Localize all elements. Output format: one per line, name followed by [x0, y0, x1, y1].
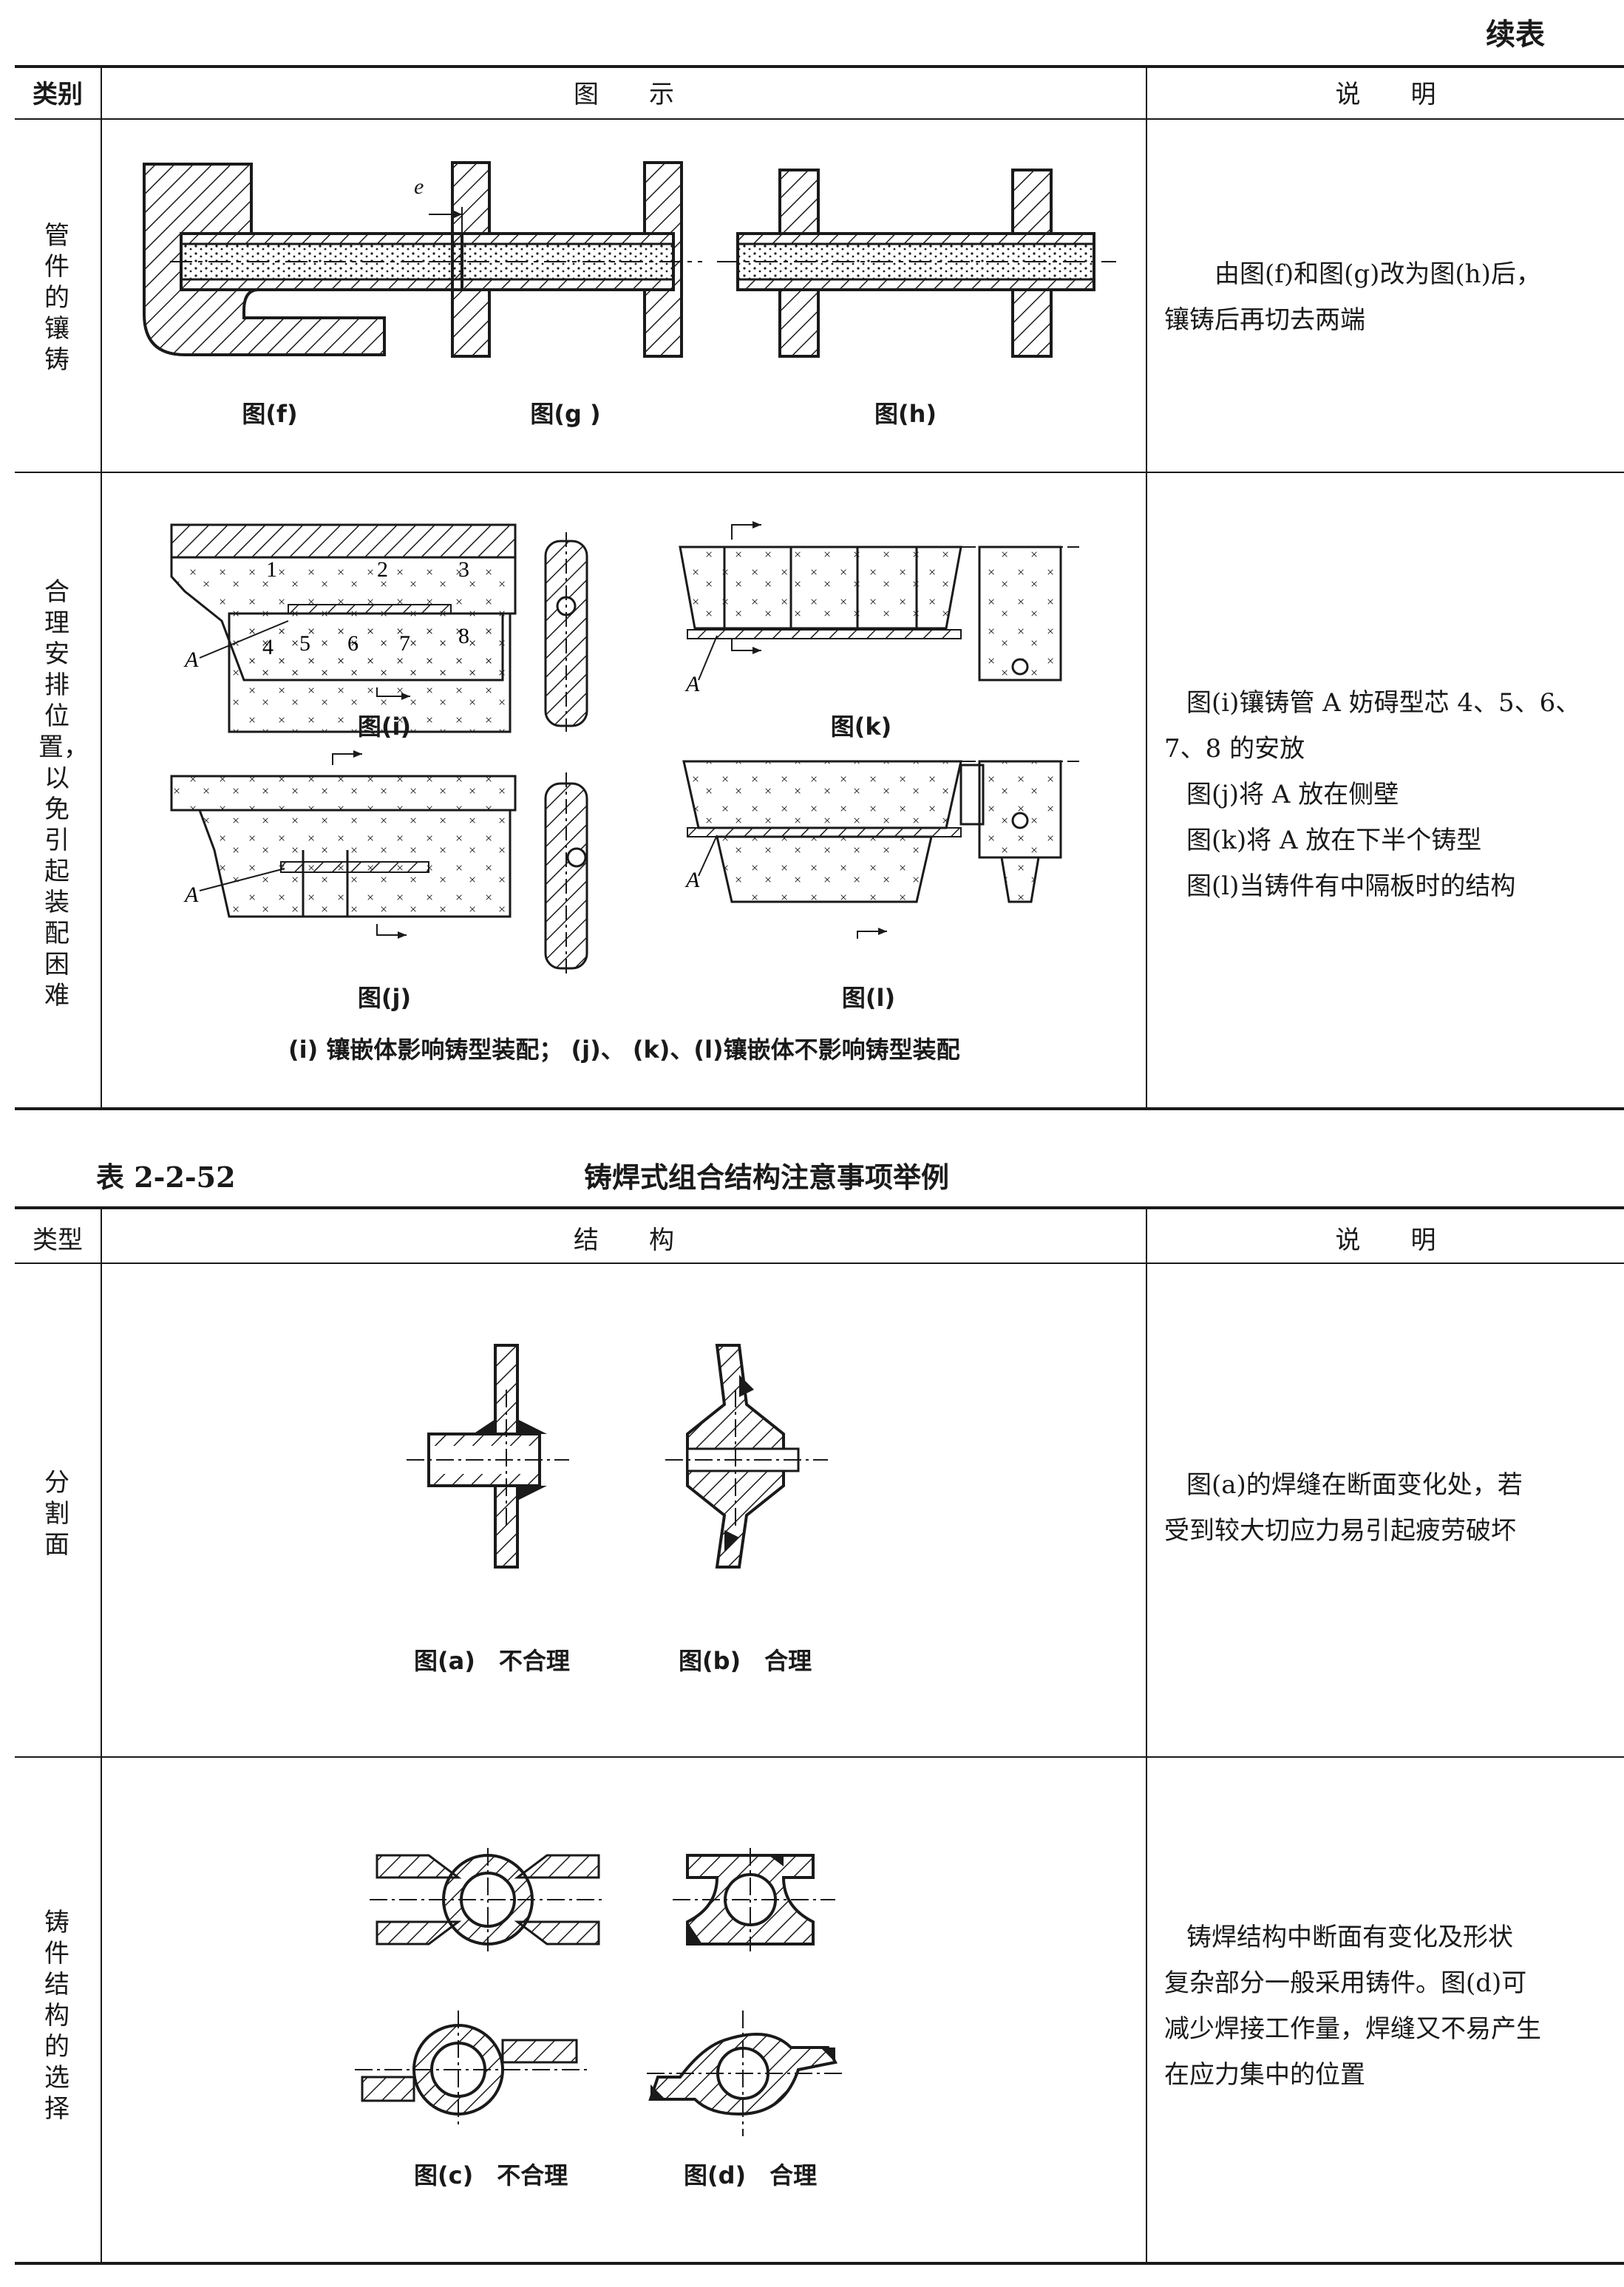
caption-figure-l: 图(l) [841, 984, 896, 1012]
description-pipe-casting: 由图(f)和图(g)改为图(h)后， 镶铸后再切去两端 [1164, 251, 1608, 343]
figure-c-drawing [355, 1848, 606, 2129]
figure-h-drawing [717, 169, 1116, 358]
table52-col-divider-2 [1146, 1206, 1147, 2263]
svg-text:8: 8 [458, 624, 469, 648]
description-line: 图(k)将 A 放在下半个铸型 [1186, 826, 1482, 855]
row-category-split-surface: 分割面 [44, 1468, 69, 1560]
top-header-figure: 图 示 [574, 80, 674, 109]
top-table-rule [15, 65, 1624, 68]
description-line: 复杂部分一般采用铸件。图(d)可 [1164, 1968, 1527, 1998]
table52-bottom-rule [15, 2262, 1624, 2265]
description-line: 减少焊接工作量，焊缝又不易产生 [1164, 2014, 1541, 2044]
table-title: 铸焊式组合结构注意事项举例 [584, 1161, 950, 1194]
description-line: 镶铸后再切去两端 [1164, 305, 1365, 335]
table52-header-rule [15, 1263, 1624, 1264]
table52-top-rule [15, 1206, 1624, 1209]
continued-label: 续表 [1486, 17, 1545, 52]
figure-j-drawing: A [170, 750, 588, 976]
svg-text:A: A [684, 868, 700, 892]
svg-text:4: 4 [262, 635, 274, 659]
figure-a-b-group [407, 1344, 828, 1569]
svg-text:A: A [183, 883, 199, 907]
description-line: 铸焊结构中断面有变化及形状 [1186, 1923, 1513, 1952]
caption-figure-a: 图(a) 不合理 [414, 1647, 570, 1675]
svg-text:5: 5 [299, 631, 310, 656]
row-category-arrangement: 合理安排位置，以免引起装配困难 [38, 577, 89, 1010]
caption-figure-k: 图(k) [830, 713, 892, 741]
table52-header-type: 类型 [33, 1226, 83, 1255]
figure-l-drawing: A [682, 760, 1079, 939]
description-line: 7、8 的安放 [1164, 734, 1305, 764]
description-line: 图(l)当铸件有中隔板时的结构 [1186, 871, 1516, 901]
svg-text:A: A [684, 672, 700, 696]
caption-figure-j: 图(j) [357, 984, 412, 1012]
dimension-label-e: e [414, 174, 424, 199]
top-bottom-rule [15, 1107, 1624, 1110]
description-split-surface: 图(a)的焊缝在断面变化处，若 受到较大切应力易引起疲劳破坏 [1164, 1462, 1615, 1554]
top-header-description: 说 明 [1335, 80, 1436, 109]
description-line: 在应力集中的位置 [1164, 2060, 1365, 2090]
figure-f-h-group [143, 161, 1116, 358]
description-line: 图(j)将 A 放在侧壁 [1186, 780, 1399, 809]
caption-figure-c: 图(c) 不合理 [414, 2161, 568, 2189]
svg-text:2: 2 [377, 557, 388, 582]
row-category-casting-choice: 铸件结构的选择 [44, 1908, 69, 2124]
row-category-pipe-casting: 管件的镶铸 [44, 221, 69, 375]
figure-g-drawing [429, 161, 702, 358]
top-col-divider-1 [101, 65, 102, 1109]
svg-text:7: 7 [399, 631, 410, 656]
description-arrangement: 图(i)镶铸管 A 妨碍型芯 4、5、6、 7、8 的安放 图(j)将 A 放在… [1164, 680, 1615, 909]
description-line: 由图(f)和图(g)改为图(h)后， [1214, 259, 1541, 289]
figure-d-drawing [647, 1848, 846, 2136]
svg-text:A: A [183, 648, 199, 672]
svg-text:6: 6 [347, 631, 359, 656]
description-line: 图(i)镶铸管 A 妨碍型芯 4、5、6、 [1186, 688, 1581, 718]
svg-text:3: 3 [458, 557, 469, 582]
top-col-divider-2 [1146, 65, 1147, 1109]
top-header-category: 类别 [33, 80, 83, 109]
figure-k-drawing: A [679, 521, 1079, 696]
caption-figure-h: 图(h) [874, 400, 937, 428]
description-line: 受到较大切应力易引起疲劳破坏 [1164, 1516, 1516, 1546]
table-number: 表 2-2-52 [96, 1161, 236, 1194]
caption-figure-f: 图(f) [242, 400, 298, 428]
caption-figure-b: 图(b) 合理 [679, 1647, 812, 1675]
arrangement-note: (i) 镶嵌体影响铸型装配； (j)、 (k)、(l)镶嵌体不影响铸型装配 [288, 1036, 960, 1064]
caption-figure-d: 图(d) 合理 [684, 2161, 818, 2189]
caption-figure-g: 图(g ) [530, 400, 601, 428]
figure-i-drawing: 1 2 3 4 5 6 7 8 A [170, 523, 588, 733]
description-casting-choice: 铸焊结构中断面有变化及形状 复杂部分一般采用铸件。图(d)可 减少焊接工作量，焊… [1164, 1914, 1615, 2098]
top-row-divider [15, 472, 1624, 473]
top-header-rule [15, 118, 1624, 120]
figure-i-l-group: 1 2 3 4 5 6 7 8 A A [170, 521, 1079, 976]
figure-a-drawing [407, 1344, 569, 1569]
svg-text:1: 1 [266, 557, 277, 582]
table52-header-description: 说 明 [1335, 1226, 1436, 1255]
figure-c-d-group [355, 1848, 846, 2136]
description-line: 图(a)的焊缝在断面变化处，若 [1186, 1470, 1523, 1500]
table52-header-structure: 结 构 [574, 1226, 674, 1255]
figure-b-drawing [665, 1344, 828, 1569]
caption-figure-i: 图(i) [357, 713, 412, 741]
table52-col-divider-1 [101, 1206, 102, 2263]
table52-row-divider [15, 1756, 1624, 1758]
